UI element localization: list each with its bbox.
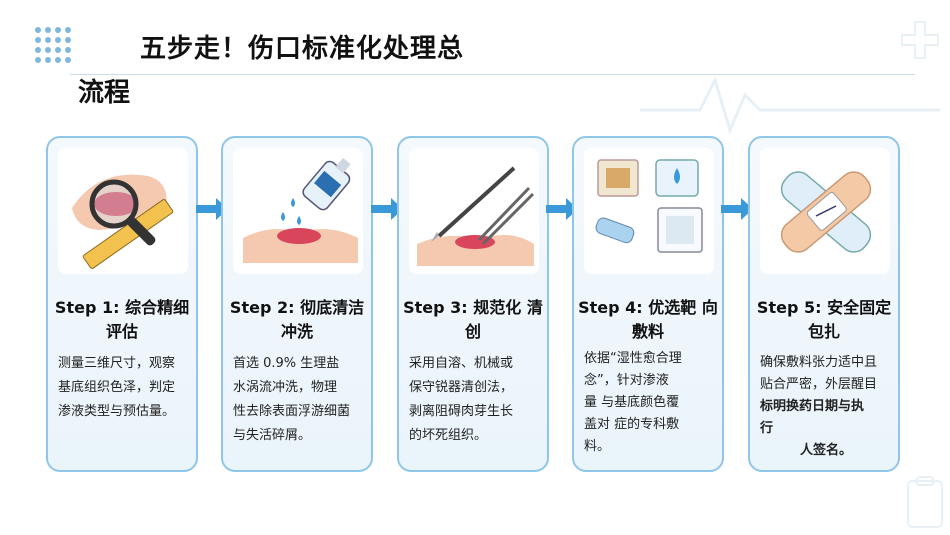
page-title-continued: 流程 [78, 78, 131, 108]
step-3-illustration [409, 148, 539, 274]
arrow-right-icon [196, 198, 228, 220]
cross-watermark-icon [901, 21, 939, 59]
bandage-cross-icon [780, 171, 872, 253]
step-card-3: Step 3: 规范化 清创 采用自溶、机械或 保守锐器清创法， 剥离阻碍肉芽生… [397, 136, 549, 472]
step-2-description: 首选 0.9% 生理盐 水涡流冲洗，物理 性去除表面浮游细菌 与失活碎屑。 [233, 356, 351, 443]
dressings-icon [595, 159, 703, 253]
step-2-illustration [233, 148, 363, 274]
step-3-description: 采用自溶、机械或 保守锐器清创法， 剥离阻碍肉芽生长 的坏死组织。 [409, 356, 514, 443]
dot-grid-decoration [35, 27, 71, 63]
magnifier-ruler-wound-icon [72, 174, 174, 269]
step-4-description: 依据“湿性愈合理 念”，针对渗液 量 与基底颜色覆 盖对 症的专科敷 料。 [584, 351, 682, 454]
page-title: 五步走！伤口标准化处理总 [140, 34, 465, 64]
step-1-heading: Step 1: 综合精细评估 [54, 298, 190, 341]
scalpel-forceps-icon [417, 166, 535, 266]
step-5-description: 确保敷料张力适中且 贴合严密，外层醒目 标明换药日期与执 行 人签名。 [760, 355, 878, 458]
arrow-right-icon [546, 198, 578, 220]
saline-bottle-icon [243, 157, 358, 263]
step-1-description: 测量三维尺寸，观察 基底组织色泽，判定 渗液类型与预估量。 [58, 356, 176, 419]
header-divider [70, 74, 915, 75]
step-5-illustration [760, 148, 890, 274]
step-card-1: Step 1: 综合精细评估 测量三维尺寸，观察 基底组织色泽，判定 渗液类型与… [46, 136, 198, 472]
step-3-heading: Step 3: 规范化 清创 [403, 298, 543, 341]
step-5-heading: Step 5: 安全固定包扎 [756, 298, 892, 341]
arrow-right-icon [371, 198, 403, 220]
arrow-right-icon [721, 198, 753, 220]
step-card-4: Step 4: 优选靶 向敷料 依据“湿性愈合理 念”，针对渗液 量 与基底颜色… [572, 136, 724, 472]
step-1-illustration [58, 148, 188, 274]
step-4-heading: Step 4: 优选靶 向敷料 [578, 298, 718, 341]
step-4-illustration [584, 148, 714, 274]
step-card-5: Step 5: 安全固定包扎 确保敷料张力适中且 贴合严密，外层醒目 标明换药日… [748, 136, 900, 472]
heartbeat-watermark-icon [640, 75, 940, 135]
step-card-2: Step 2: 彻底清洁冲洗 首选 0.9% 生理盐 水涡流冲洗，物理 性去除表… [221, 136, 373, 472]
step-2-heading: Step 2: 彻底清洁冲洗 [229, 298, 365, 341]
clipboard-watermark-icon [907, 476, 943, 528]
